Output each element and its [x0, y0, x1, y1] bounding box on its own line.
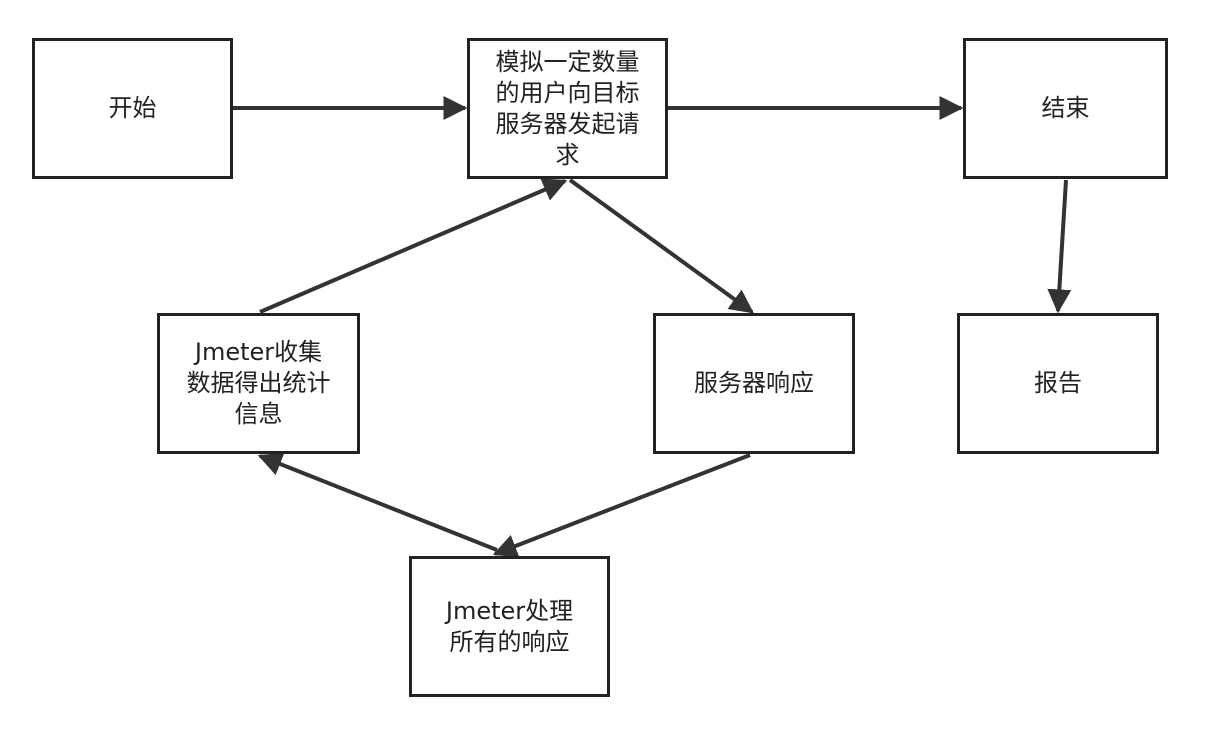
report-node-label: 报告: [1034, 369, 1082, 397]
process-responses-node-label: Jmeter处理 所有的响应: [445, 596, 574, 656]
simulate-request-node-label: 模拟一定数量 的用户向目标 服务器发起请 求: [495, 47, 640, 169]
collect-stats-node: Jmeter收集 数据得出统计 信息: [157, 313, 360, 454]
end-node: 结束: [963, 38, 1168, 179]
start-node-label: 开始: [108, 94, 157, 122]
end-node-label: 结束: [1041, 94, 1090, 122]
arrow-end-to-report: [1047, 179, 1072, 314]
server-response-node: 服务器响应: [653, 313, 855, 454]
server-response-node-label: 服务器响应: [694, 369, 814, 397]
arrow-respond-to-process: [492, 453, 751, 558]
process-responses-node: Jmeter处理 所有的响应: [409, 556, 610, 697]
start-node: 开始: [32, 38, 233, 179]
simulate-request-node: 模拟一定数量 的用户向目标 服务器发起请 求: [467, 38, 668, 179]
report-node: 报告: [957, 313, 1159, 454]
arrow-collect-to-request: [259, 178, 568, 314]
arrow-process-to-collect: [257, 452, 498, 552]
arrow-request-to-respond: [568, 178, 754, 314]
collect-stats-node-label: Jmeter收集 数据得出统计 信息: [186, 338, 331, 428]
